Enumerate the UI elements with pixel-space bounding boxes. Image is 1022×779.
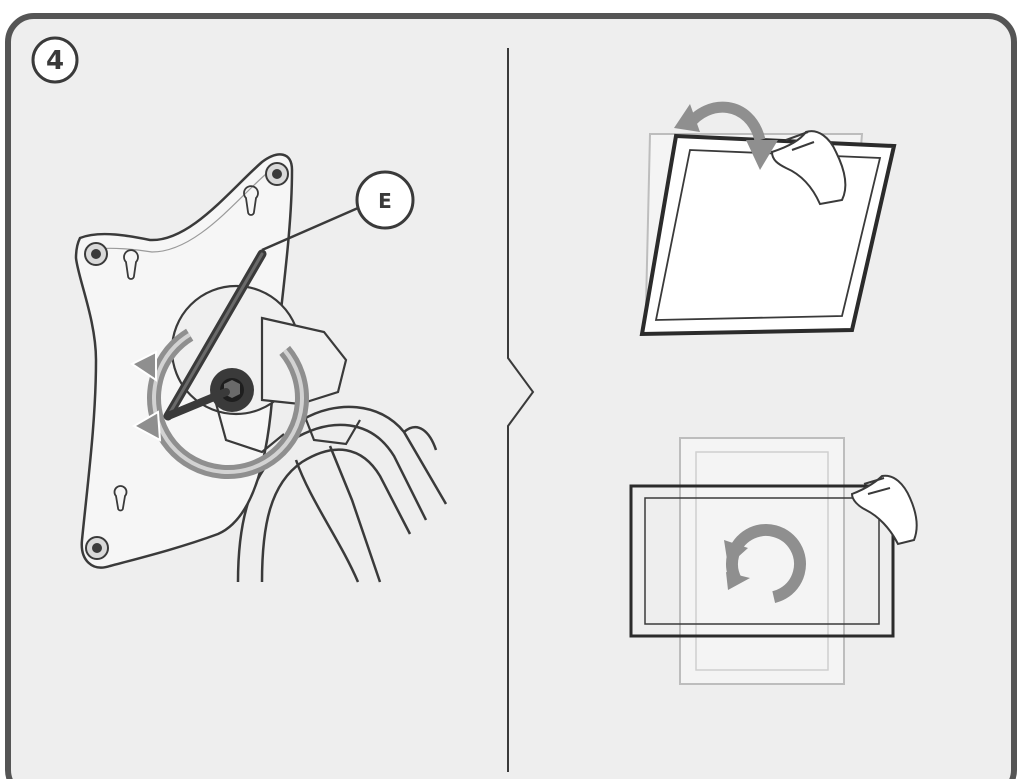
callout-badge: E <box>357 172 413 228</box>
monitor-tilted <box>642 136 894 334</box>
tilt-illustration <box>642 104 894 334</box>
step-number: 4 <box>46 46 64 76</box>
ghost-monitor-portrait <box>680 438 844 684</box>
step-number-badge: 4 <box>33 38 77 82</box>
center-bolt <box>210 368 254 412</box>
callout-letter: E <box>378 189 392 213</box>
